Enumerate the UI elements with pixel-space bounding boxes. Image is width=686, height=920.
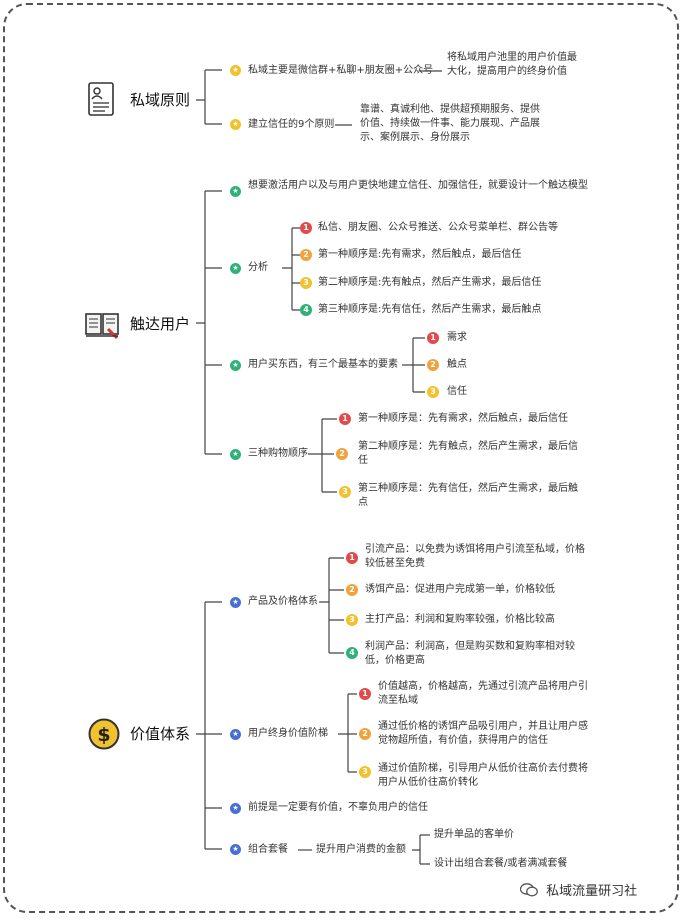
section-title-private-domain: 私域原则 (130, 91, 191, 109)
yellow-star-icon: ★ (230, 119, 241, 130)
child-label: 私信、朋友圈、公众号推送、公众号菜单栏、群公告等 (318, 222, 558, 233)
node-label: 用户终身价值阶梯 (248, 728, 328, 739)
child-label: 第三种顺序是:先有信任，然后产生需求，最后触点 (318, 304, 542, 315)
number-3-icon: 3 (359, 766, 371, 778)
child-label: 主打产品：利润和复购率较强，价格比较高 (365, 614, 555, 625)
number-2-icon: 2 (336, 448, 348, 460)
child-label: 第一种顺序是：先有需求，然后触点，最后信任 (358, 413, 568, 424)
number-1-icon: 1 (300, 222, 312, 234)
child-label: 需求 (447, 332, 467, 343)
node-detail: 靠谱、真诚利他、提供超预期服务、提供价值、持续做一件事、能力展现、产品展示、案例… (360, 104, 540, 143)
number-3-icon: 3 (346, 614, 358, 626)
number-1-icon: 1 (427, 332, 439, 344)
number-3-icon: 3 (300, 277, 312, 289)
child-label: 第二种顺序是：先有触点，然后产生需求，最后信任 (358, 441, 578, 466)
yellow-star-icon: ★ (230, 65, 241, 76)
blue-star-icon: ★ (230, 803, 241, 814)
section-title-reach-users: 触达用户 (130, 315, 191, 333)
blue-star-icon: ★ (230, 729, 241, 740)
blue-star-icon: ★ (230, 597, 241, 608)
child-label: 第三种顺序是：先有信任，然后产生需求，最后触点 (358, 483, 578, 508)
child-label: 利润产品：利润高，但是购买数和复购率相对较低，价格更高 (365, 641, 575, 666)
number-2-icon: 2 (359, 728, 371, 740)
resume-document-icon (88, 82, 114, 116)
child-label: 设计出组合套餐/或者满减套餐 (434, 858, 568, 869)
dollar-coin-icon: $ (88, 718, 120, 750)
child-label: 通过低价格的诱饵产品吸引用户，并且让用户感觉物超所值，有价值，获得用户的信任 (378, 721, 588, 746)
open-book-icon (84, 311, 120, 341)
number-4-icon: 4 (346, 647, 358, 659)
child-label: 第二种顺序是:先有触点，然后产生需求，最后信任 (318, 277, 542, 288)
child-label: 通过价值阶梯，引导用户从低价往高价去付费将用户从低价往高价转化 (378, 763, 588, 788)
number-1-icon: 1 (359, 688, 371, 700)
node-label: 想要激活用户以及与用户更快地建立信任、加强信任，就要设计一个触达模型 (248, 180, 588, 191)
blue-star-icon: ★ (230, 844, 241, 855)
green-star-icon: ★ (230, 360, 241, 371)
child-label: 提升单品的客单价 (434, 829, 514, 840)
node-detail: 将私域用户池里的用户价值最大化，提高用户的终身价值 (447, 52, 577, 77)
number-2-icon: 2 (300, 249, 312, 261)
child-label: 第一种顺序是:先有需求，然后触点，最后信任 (318, 249, 522, 260)
child-label: 触点 (447, 359, 467, 370)
child-label: 诱饵产品：促进用户完成第一单，价格较低 (365, 584, 555, 595)
node-label: 产品及价格体系 (248, 596, 318, 607)
watermark-text: 私域流量研习社 (546, 884, 638, 899)
green-star-icon: ★ (230, 449, 241, 460)
child-label: 信任 (447, 386, 467, 397)
node-label: 组合套餐 (248, 844, 288, 855)
dashed-frame (3, 3, 679, 913)
green-star-icon: ★ (230, 186, 241, 197)
node-detail: 提升用户消费的金额 (316, 844, 406, 855)
node-label: 前提是一定要有价值，不辜负用户的信任 (248, 802, 428, 813)
number-4-icon: 4 (300, 304, 312, 316)
number-1-icon: 1 (346, 552, 358, 564)
number-3-icon: 3 (339, 486, 351, 498)
number-2-icon: 2 (427, 359, 439, 371)
wechat-icon (519, 882, 538, 901)
node-label: 用户买东西，有三个最基本的要素 (248, 359, 398, 370)
watermark: 私域流量研习社 (519, 880, 638, 901)
number-1-icon: 1 (339, 413, 351, 425)
number-3-icon: 3 (427, 386, 439, 398)
node-label: 建立信任的9个原则 (248, 119, 335, 130)
node-label: 私域主要是微信群+私聊+朋友圈+公众号 (248, 65, 434, 76)
child-label: 引流产品：以免费为诱饵将用户引流至私域，价格较低甚至免费 (365, 544, 585, 569)
node-label: 分析 (248, 262, 268, 273)
node-label: 三种购物顺序 (248, 448, 308, 459)
section-title-value-system: 价值体系 (130, 725, 191, 743)
svg-text:$: $ (97, 724, 110, 746)
green-star-icon: ★ (230, 263, 241, 274)
number-2-icon: 2 (346, 584, 358, 596)
child-label: 价值越高，价格越高，先通过引流产品将用户引流至私域 (378, 681, 588, 706)
